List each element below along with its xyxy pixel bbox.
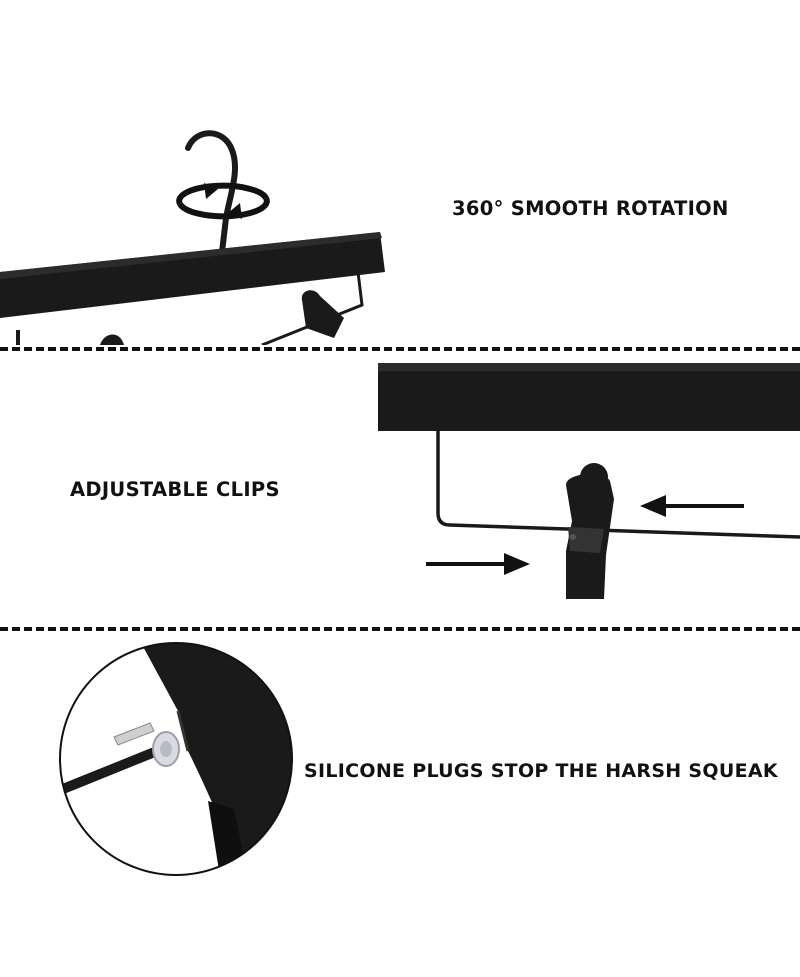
section-divider-2 <box>0 627 800 631</box>
clips-caption: ADJUSTABLE CLIPS <box>70 478 280 501</box>
arrow-right-icon <box>426 553 530 575</box>
rotation-arrows-icon <box>176 182 270 220</box>
clips-section: ADJUSTABLE CLIPS <box>0 351 800 625</box>
section-divider-1 <box>0 347 800 351</box>
arrow-left-icon <box>640 495 744 517</box>
hanger-clip-illustration <box>378 363 800 599</box>
hanger-rotation-illustration <box>0 130 385 345</box>
silicone-plug-closeup <box>59 642 293 876</box>
rotation-caption: 360° SMOOTH ROTATION <box>452 197 729 220</box>
plugs-section: SILICONE PLUGS STOP THE HARSH SQUEAK <box>0 631 800 977</box>
plugs-caption: SILICONE PLUGS STOP THE HARSH SQUEAK <box>304 760 778 782</box>
rotation-section: 360° SMOOTH ROTATION <box>0 0 800 345</box>
